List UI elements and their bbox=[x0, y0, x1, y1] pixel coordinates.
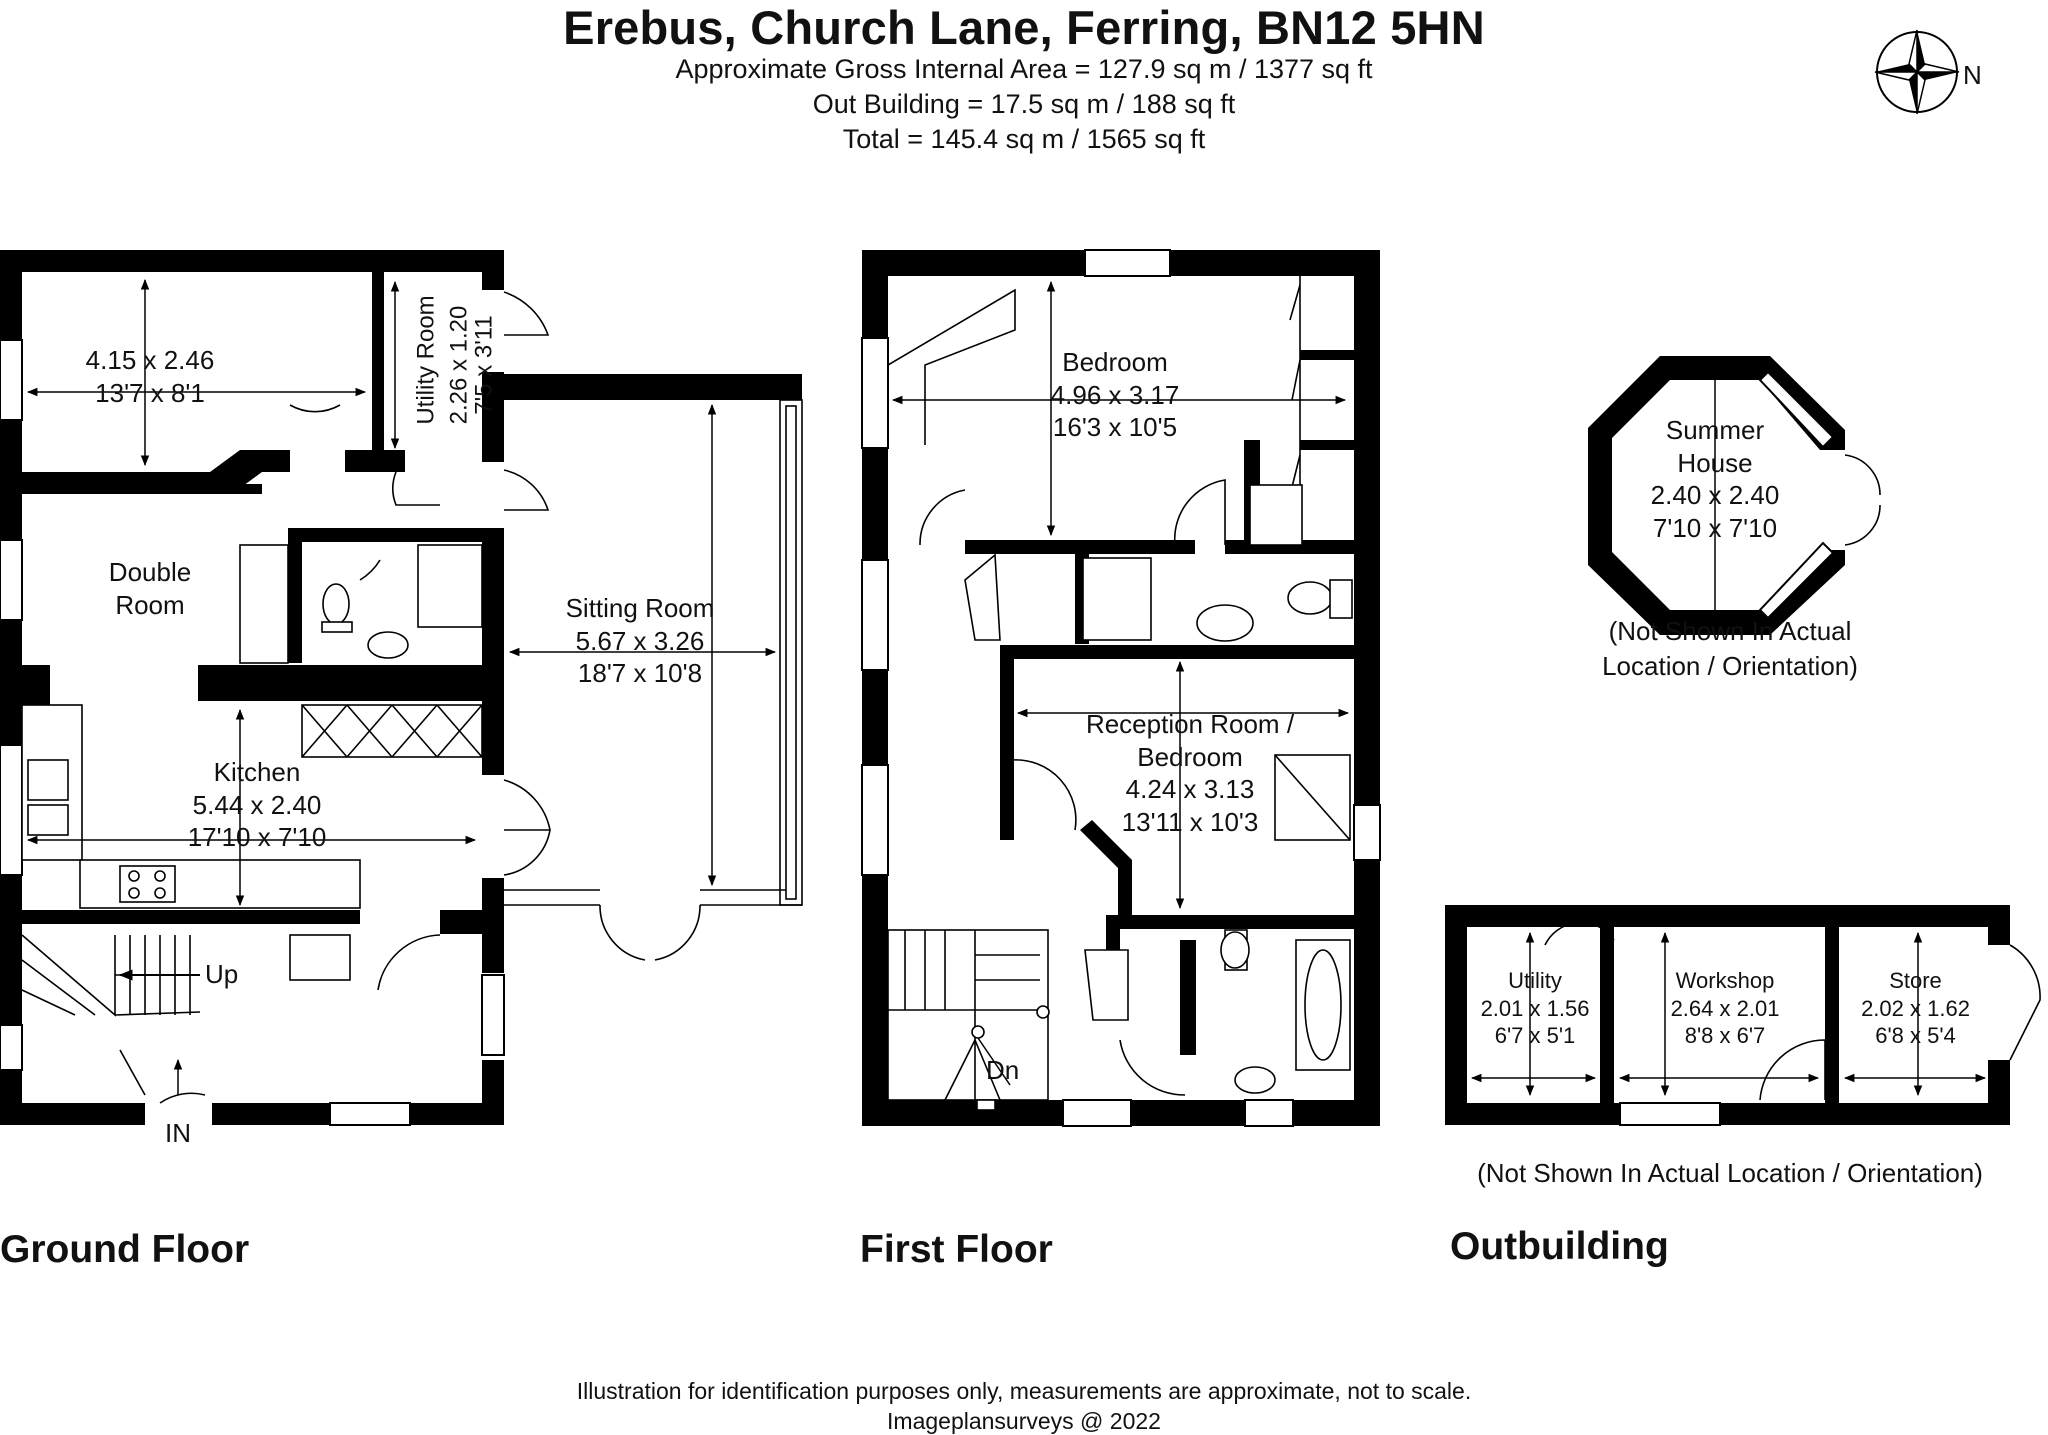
reception-room-name-2: Bedroom bbox=[1137, 741, 1243, 772]
double-room-name-2: Room bbox=[115, 589, 185, 620]
kitchen-metric: 5.44 x 2.40 bbox=[192, 789, 322, 820]
reception-room-name-1: Reception Room / bbox=[1085, 709, 1295, 739]
first-bedroom-metric: 4.96 x 3.17 bbox=[1050, 379, 1180, 410]
workshop-name: Workshop bbox=[1675, 968, 1775, 993]
sitting-room-metric: 5.67 x 3.26 bbox=[575, 625, 705, 656]
out-building-area: Out Building = 17.5 sq m / 188 sq ft bbox=[812, 89, 1236, 119]
double-room-label: Double Room bbox=[90, 556, 210, 621]
outbuilding-title: Outbuilding bbox=[1450, 1225, 1669, 1268]
reception-room-imperial: 13'11 x 10'3 bbox=[1121, 806, 1259, 837]
outbuilding-plan bbox=[1445, 905, 2041, 1126]
sitting-room-label: Sitting Room 5.67 x 3.26 18'7 x 10'8 bbox=[540, 592, 740, 690]
reception-room-metric: 4.24 x 3.13 bbox=[1125, 774, 1255, 804]
kitchen-name: Kitchen bbox=[213, 757, 301, 787]
credit-text: Imageplansurveys @ 2022 bbox=[887, 1408, 1161, 1434]
utility-room-name: Utility Room bbox=[412, 295, 440, 425]
summer-house-plan bbox=[1588, 356, 1881, 635]
disclaimer-text: Illustration for identification purposes… bbox=[576, 1378, 1472, 1404]
kitchen-label: Kitchen 5.44 x 2.40 17'10 x 7'10 bbox=[172, 756, 342, 854]
first-stairs-label: Dn bbox=[986, 1055, 1020, 1085]
summer-house-label: Summer House 2.40 x 2.40 7'10 x 7'10 bbox=[1625, 414, 1805, 544]
ground-stairs-label: Up bbox=[205, 959, 239, 989]
store-label: Store 2.02 x 1.62 6'8 x 5'4 bbox=[1848, 967, 1983, 1050]
property-title: Erebus, Church Lane, Ferring, BN12 5HN bbox=[563, 1, 1485, 54]
ground-stairs bbox=[21, 934, 201, 1017]
store-imperial: 6'8 x 5'4 bbox=[1875, 1023, 1956, 1048]
first-bedroom-imperial: 16'3 x 10'5 bbox=[1052, 412, 1178, 442]
gross-internal-area: Approximate Gross Internal Area = 127.9 … bbox=[675, 54, 1373, 84]
first-bedroom-name: Bedroom bbox=[1062, 347, 1168, 377]
first-floor-title: First Floor bbox=[860, 1228, 1053, 1271]
double-room-name-1: Double bbox=[108, 557, 192, 587]
summer-house-note: (Not Shown In Actual Location / Orientat… bbox=[1570, 614, 1890, 684]
summer-house-name-1: Summer bbox=[1665, 415, 1765, 445]
first-bedroom-label: Bedroom 4.96 x 3.17 16'3 x 10'5 bbox=[1015, 346, 1215, 444]
outbuilding-utility-name: Utility bbox=[1508, 968, 1562, 993]
ground-floor-title: Ground Floor bbox=[0, 1228, 250, 1271]
outbuilding-utility-metric: 2.01 x 1.56 bbox=[1480, 995, 1590, 1021]
outbuilding-note: (Not Shown In Actual Location / Orientat… bbox=[1477, 1158, 1983, 1188]
sitting-room-name: Sitting Room bbox=[565, 593, 715, 623]
compass-north-label: N bbox=[1963, 60, 1982, 90]
total-area: Total = 145.4 sq m / 1565 sq ft bbox=[842, 124, 1206, 154]
workshop-label: Workshop 2.64 x 2.01 8'8 x 6'7 bbox=[1640, 967, 1810, 1050]
summer-house-note-1: (Not Shown In Actual bbox=[1608, 616, 1852, 646]
workshop-metric: 2.64 x 2.01 bbox=[1670, 995, 1780, 1021]
ground-bedroom-imperial: 13'7 x 8'1 bbox=[95, 377, 205, 408]
ground-floor-plan bbox=[0, 250, 803, 1126]
compass-rose-icon bbox=[1874, 29, 1960, 115]
store-metric: 2.02 x 1.62 bbox=[1861, 995, 1970, 1021]
store-name: Store bbox=[1889, 968, 1942, 993]
kitchen-imperial: 17'10 x 7'10 bbox=[187, 822, 327, 852]
summer-house-imperial: 7'10 x 7'10 bbox=[1652, 512, 1778, 543]
reception-room-label: Reception Room / Bedroom 4.24 x 3.13 13'… bbox=[1055, 708, 1325, 838]
utility-room-imperial: 7'5 x 3'11 bbox=[470, 315, 498, 415]
summer-house-name-2: House bbox=[1677, 447, 1753, 478]
summer-house-metric: 2.40 x 2.40 bbox=[1650, 480, 1780, 510]
summer-house-note-2: Location / Orientation) bbox=[1602, 651, 1858, 682]
outbuilding-utility-imperial: 6'7 x 5'1 bbox=[1494, 1023, 1576, 1048]
ground-bedroom-label: 4.15 x 2.46 13'7 x 8'1 bbox=[80, 344, 220, 409]
workshop-imperial: 8'8 x 6'7 bbox=[1684, 1023, 1766, 1048]
ground-bedroom-metric: 4.15 x 2.46 bbox=[85, 345, 215, 375]
first-floor-plan bbox=[861, 249, 1381, 1127]
utility-room-label: Utility Room 2.26 x 1.20 7'5 x 3'11 bbox=[390, 270, 570, 455]
first-floor-stairs bbox=[887, 929, 1050, 1101]
outbuilding-utility-label: Utility 2.01 x 1.56 6'7 x 5'1 bbox=[1470, 967, 1600, 1050]
sitting-room-imperial: 18'7 x 10'8 bbox=[577, 658, 703, 688]
entrance-label: IN bbox=[165, 1118, 191, 1148]
